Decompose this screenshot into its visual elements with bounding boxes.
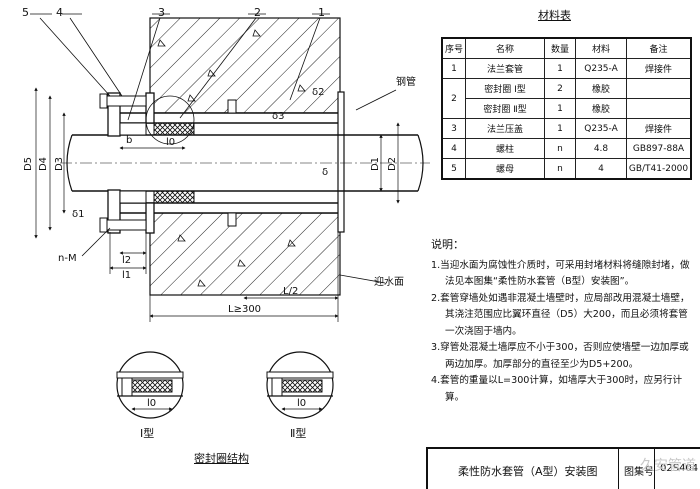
cell-qty: n — [544, 158, 576, 180]
cell-material: 4 — [575, 158, 627, 180]
dim-d2: D2 — [387, 156, 399, 172]
dim-d4: D4 — [38, 156, 50, 172]
cell-qty: 1 — [544, 98, 576, 119]
dim-l1: l1 — [122, 270, 132, 281]
table-row: 密封圈 Ⅱ型 1 橡胶 — [442, 98, 692, 119]
dim-half-l: L/2 — [283, 286, 299, 297]
seal-detail-type1 — [116, 351, 184, 419]
cell-material: 橡胶 — [575, 98, 627, 119]
cell-note — [626, 98, 692, 119]
cell-material: 橡胶 — [575, 78, 627, 99]
table-row: 4 螺柱 n 4.8 GB897-88A — [441, 138, 692, 159]
cell-material: Q235-A — [575, 118, 627, 139]
material-table-header: 序号 名称 数量 材料 备注 — [441, 37, 692, 59]
seal1-dim-l0: l0 — [147, 398, 157, 409]
callout-3: 3 — [158, 6, 165, 19]
cell-qty: n — [544, 138, 576, 159]
flange-assembly — [99, 92, 195, 234]
cell-no: 1 — [441, 58, 466, 79]
drawing-number: 02S404 — [660, 463, 699, 474]
watermark: 久安管道 — [640, 458, 696, 474]
cell-qty: 2 — [544, 78, 576, 99]
dim-l2: l2 — [122, 255, 132, 266]
note-item: 4.套管的重量以L=300计算，如墙厚大于300时，应另行计算。 — [431, 375, 683, 403]
cell-note: GB/T41-2000 — [626, 158, 692, 180]
table-row: 2 密封圈 Ⅰ型 2 橡胶 — [441, 78, 692, 119]
note-item: 2.套管穿墙处如遇非混凝土墙壁时，应局部改用混凝土墙壁，其浇注范围应比翼环直径（… — [431, 292, 690, 337]
notes-heading: 说明： — [431, 238, 464, 251]
dim-delta: δ — [322, 167, 329, 178]
dim-d1: D1 — [370, 156, 382, 172]
cell-qty: 1 — [544, 118, 576, 139]
cell-material: 4.8 — [575, 138, 627, 159]
cell-note: GB897-88A — [626, 138, 692, 159]
label-bolts: n-M — [58, 253, 77, 264]
callout-2: 2 — [254, 6, 261, 19]
dim-b: b — [126, 135, 133, 146]
cell-material: Q235-A — [575, 58, 627, 79]
label-steel-pipe: 钢管 — [396, 77, 416, 88]
dim-d5: D5 — [23, 156, 35, 172]
callout-5: 5 — [22, 6, 29, 19]
seal-detail-type2 — [266, 351, 334, 419]
cell-name: 螺母 — [465, 158, 545, 180]
seal2-dim-l0: l0 — [297, 398, 307, 409]
dim-delta2: δ2 — [312, 87, 325, 98]
drawing-number-label: 图集号 — [624, 467, 654, 478]
dim-d3: D3 — [54, 156, 66, 172]
seal-type2-label: Ⅱ型 — [290, 427, 307, 440]
cell-name: 密封圈 Ⅰ型 — [465, 78, 545, 99]
cell-name: 密封圈 Ⅱ型 — [465, 98, 545, 119]
title-block-divider — [618, 449, 619, 489]
wall-lower — [149, 212, 341, 296]
table-row: 1 法兰套管 1 Q235-A 焊接件 — [441, 58, 692, 79]
dimension-lines — [34, 87, 400, 322]
material-table: 序号 名称 数量 材料 备注 1 法兰套管 1 Q235-A 焊接件 2 密封圈… — [441, 37, 692, 180]
seal-type1-label: Ⅰ型 — [140, 427, 155, 440]
col-no: 序号 — [441, 37, 466, 59]
cell-name: 螺柱 — [465, 138, 545, 159]
dim-l: L≥300 — [228, 304, 262, 315]
col-note: 备注 — [626, 37, 692, 59]
col-name: 名称 — [465, 37, 545, 59]
seal-detail-title: 密封圈结构 — [194, 452, 249, 465]
cell-no: 2 — [441, 78, 466, 119]
cell-note: 焊接件 — [626, 58, 692, 79]
col-qty: 数量 — [544, 37, 576, 59]
cell-no: 5 — [441, 158, 466, 180]
note-item: 1.当迎水面为腐蚀性介质时，可采用封堵材料将缝隙封堵，做法见本图集“柔性防水套管… — [431, 259, 690, 288]
drawing-name: 柔性防水套管（A型）安装图 — [458, 465, 598, 478]
table-row: 3 法兰压盖 1 Q235-A 焊接件 — [441, 118, 692, 139]
cell-name: 法兰压盖 — [465, 118, 545, 139]
cell-name: 法兰套管 — [465, 58, 545, 79]
dim-delta3: δ3 — [272, 111, 285, 122]
table-row: 5 螺母 n 4 GB/T41-2000 — [441, 158, 692, 180]
cell-note: 焊接件 — [626, 118, 692, 139]
label-water-face: 迎水面 — [374, 277, 404, 288]
title-block-divider — [654, 449, 655, 489]
callout-4: 4 — [56, 6, 63, 19]
material-table-title: 材料表 — [538, 9, 571, 22]
note-item: 3.穿管处混凝土墙厚应不小于300，否则应使墙壁一边加厚或两边加厚。加厚部分的直… — [431, 342, 689, 370]
cell-qty: 1 — [544, 58, 576, 79]
col-material: 材料 — [575, 37, 627, 59]
dim-l0: l0 — [166, 137, 176, 148]
cell-note — [626, 78, 692, 99]
cell-no: 4 — [441, 138, 466, 159]
dim-delta1: δ1 — [72, 209, 85, 220]
callout-leaders — [30, 13, 397, 284]
title-block: 柔性防水套管（A型）安装图 图集号 02S404 — [426, 447, 700, 489]
cell-no: 3 — [441, 118, 466, 139]
callout-1: 1 — [318, 6, 325, 19]
notes-section: 说明： 1.当迎水面为腐蚀性介质时，可采用封堵材料将缝隙封堵，做法见本图集“柔性… — [431, 237, 693, 406]
